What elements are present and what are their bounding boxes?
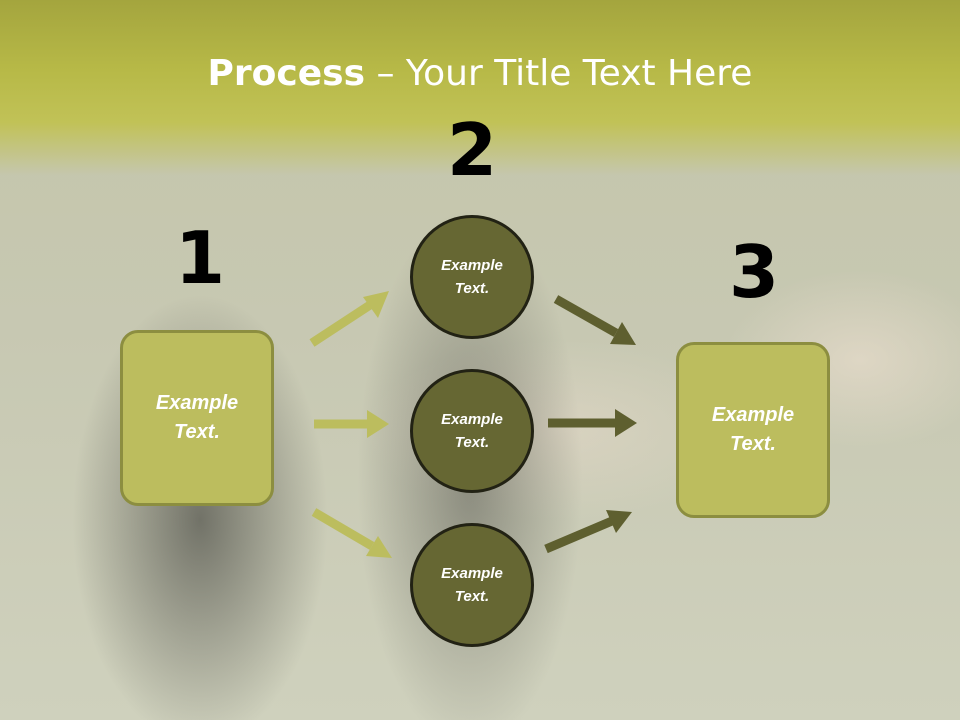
arrow-left-to-bottom xyxy=(311,508,392,558)
arrow-middle-to-right xyxy=(548,409,637,437)
middle-circle-line2: Text. xyxy=(454,434,490,451)
arrow-bottom-to-right xyxy=(544,510,632,554)
bottom-circle: Example Text. xyxy=(410,523,534,647)
left-box-line1: Example xyxy=(155,392,239,414)
right-text-box: Example Text. xyxy=(676,342,830,518)
title-band xyxy=(0,0,960,175)
step-number-3: 3 xyxy=(728,230,780,314)
bottom-circle-line2: Text. xyxy=(454,588,490,605)
step-number-1: 1 xyxy=(174,216,226,300)
arrow-left-to-top xyxy=(309,291,389,347)
top-circle-line1: Example xyxy=(441,257,503,274)
bottom-circle-line1: Example xyxy=(441,565,503,582)
arrow-left-to-middle xyxy=(314,410,389,438)
middle-circle-line1: Example xyxy=(441,411,503,428)
middle-circle: Example Text. xyxy=(410,369,534,493)
slide-title: Process – Your Title Text Here xyxy=(0,52,960,96)
right-box-line2: Text. xyxy=(730,433,776,455)
arrow-top-to-right xyxy=(553,295,636,345)
step-number-2: 2 xyxy=(446,108,498,192)
left-box-line2: Text. xyxy=(174,421,220,443)
left-text-box: Example Text. xyxy=(120,330,274,506)
right-box-line1: Example xyxy=(711,404,795,426)
title-bold: Process xyxy=(207,53,366,94)
top-circle: Example Text. xyxy=(410,215,534,339)
top-circle-line2: Text. xyxy=(454,280,490,297)
title-rest: – Your Title Text Here xyxy=(365,53,753,94)
